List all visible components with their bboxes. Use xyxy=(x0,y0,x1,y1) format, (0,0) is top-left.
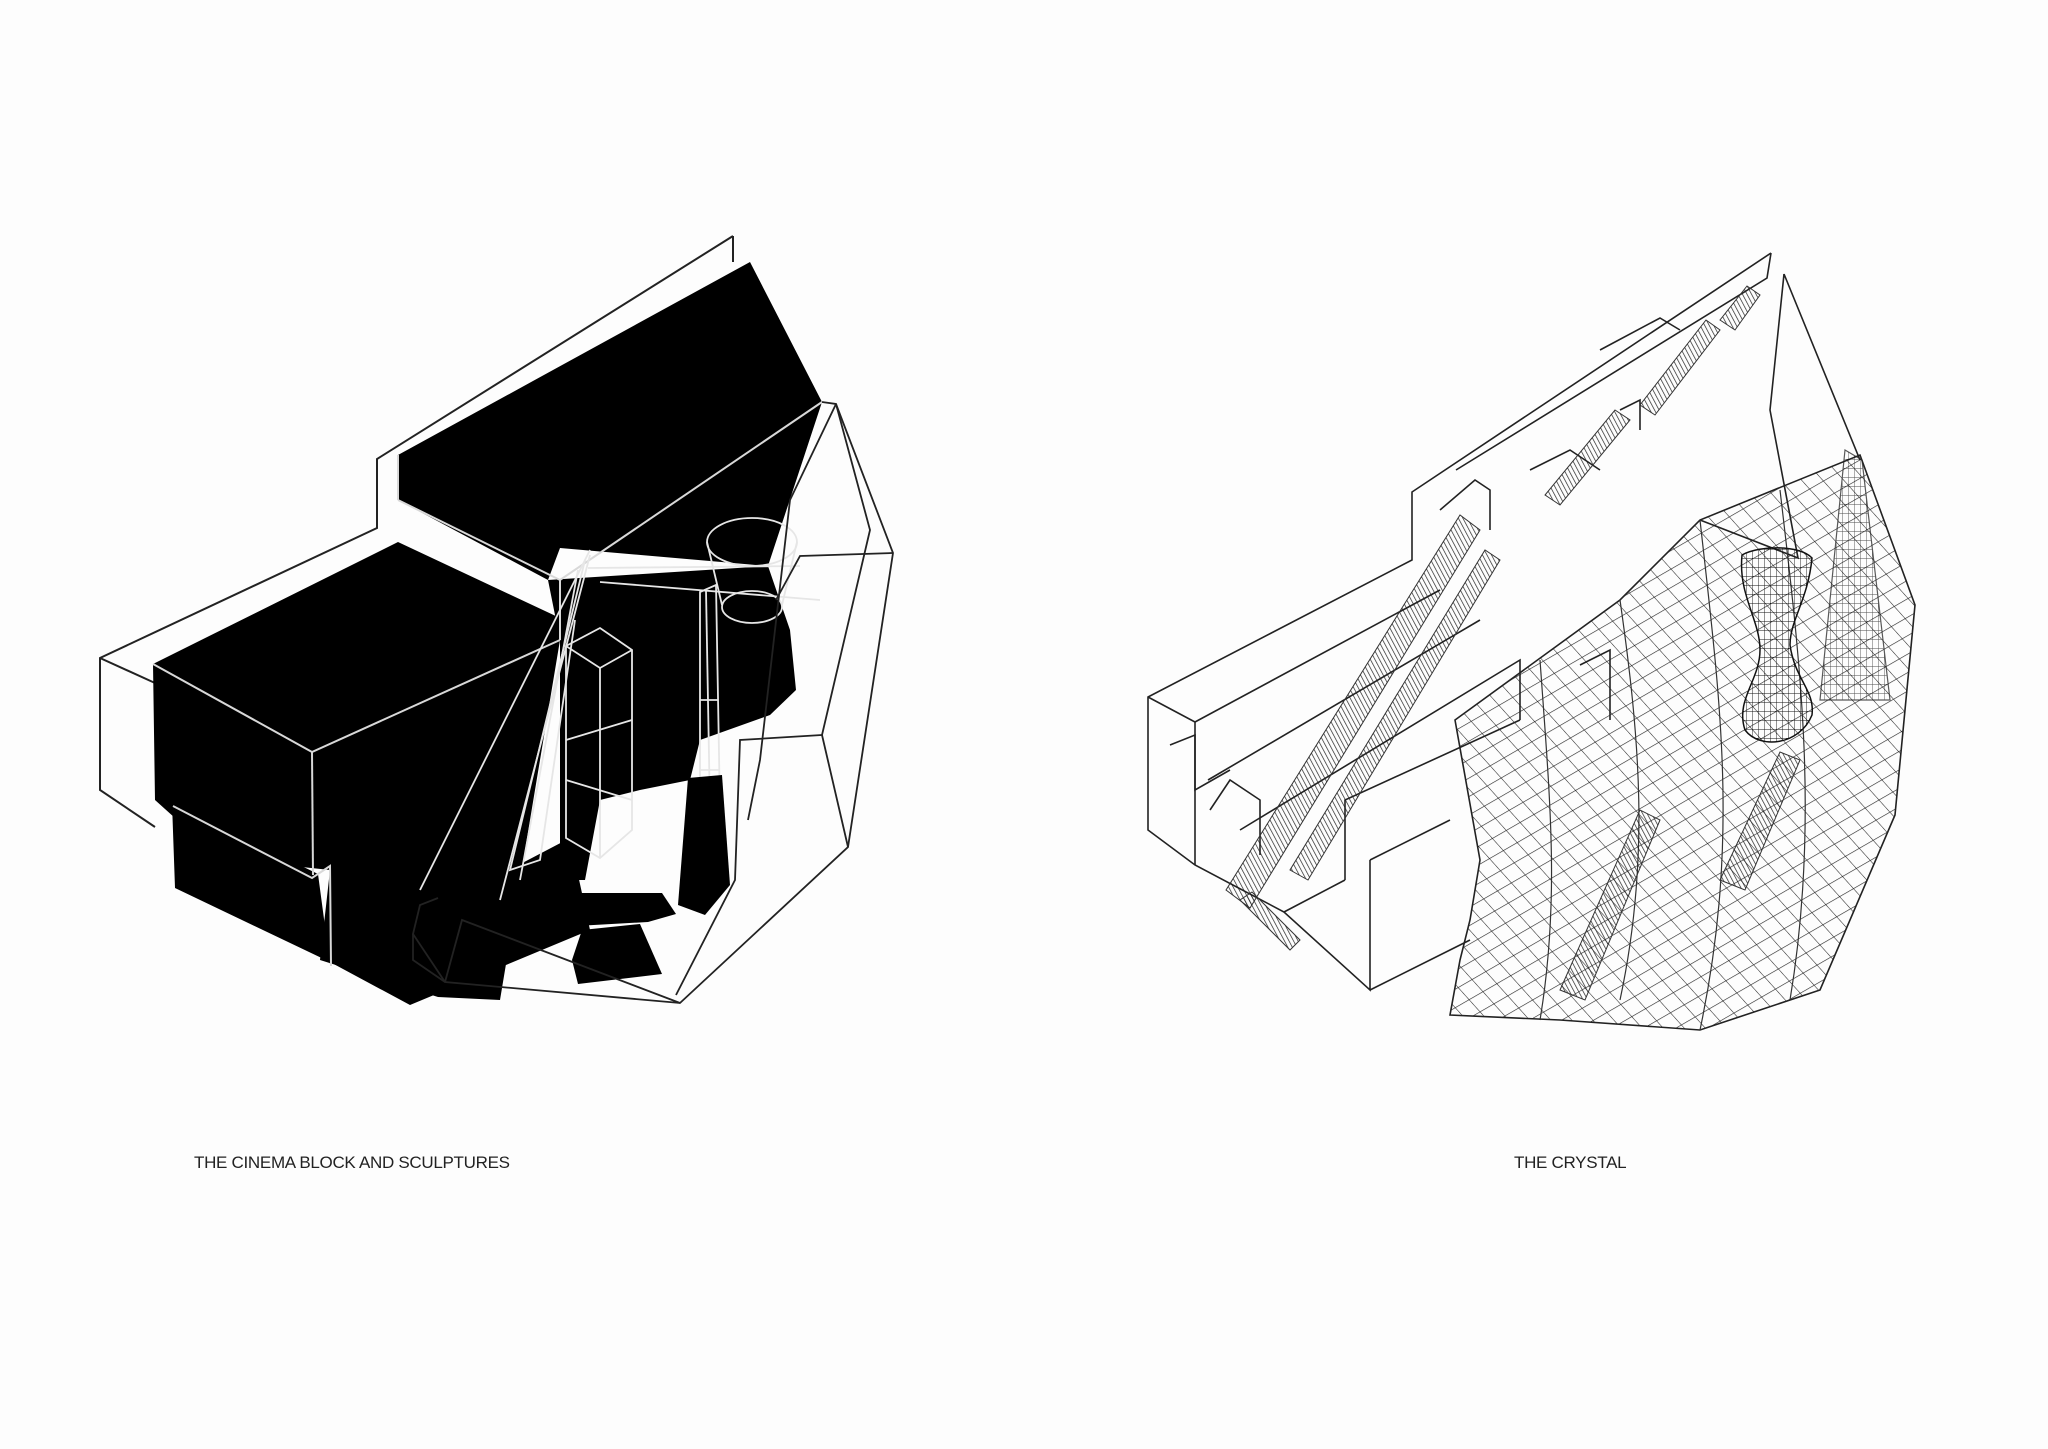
caption-cinema-block: THE CINEMA BLOCK AND SCULPTURES xyxy=(194,1153,510,1172)
envelope-outline xyxy=(99,235,734,828)
cinema-block-drawing xyxy=(99,235,894,1005)
massing-edges xyxy=(152,401,823,967)
crystal-drawing xyxy=(1147,252,1916,1031)
faceted-glass-outline xyxy=(412,401,894,1004)
lower-front-block-mass xyxy=(172,803,590,1005)
pedestal-bottom-mass xyxy=(572,924,662,984)
crystal-mesh-surface xyxy=(1449,449,1916,1031)
sculpture-mass xyxy=(548,566,796,880)
pedestal-top-mass xyxy=(576,893,676,926)
caption-crystal: THE CRYSTAL xyxy=(1514,1153,1627,1172)
front-block-mass xyxy=(153,542,560,1000)
ramp-bands xyxy=(1225,285,1761,951)
column-base-mass xyxy=(678,775,730,915)
rear-block-mass xyxy=(398,262,822,580)
